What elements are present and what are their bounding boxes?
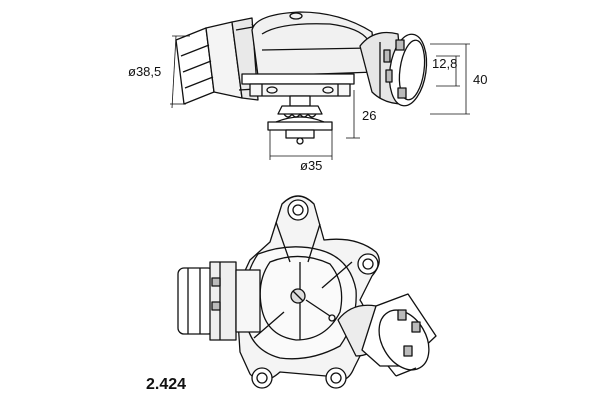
outlet-connector-top <box>337 293 437 377</box>
inlet-connector-top <box>177 261 261 341</box>
side-view-dimensions <box>170 35 470 160</box>
mounting-hole-right <box>357 253 379 275</box>
outlet-connector-side <box>359 31 428 107</box>
mounting-hole-bottom-left <box>251 367 273 389</box>
side-view <box>175 11 428 145</box>
part-number: 2.424 <box>146 376 186 393</box>
mounting-hole-top <box>287 199 309 221</box>
thermostat-valve-side <box>267 95 333 145</box>
top-view <box>177 195 437 389</box>
housing-side <box>241 11 377 97</box>
outlet-height-label: 40 <box>473 72 487 87</box>
mounting-hole-bottom-right <box>325 367 347 389</box>
inlet-connector-side <box>175 17 263 105</box>
outlet-offset-label: 12,8 <box>432 56 457 71</box>
inlet-diameter-label: ø38,5 <box>128 64 161 79</box>
stem-height-label: 26 <box>362 108 376 123</box>
valve-diameter-label: ø35 <box>300 158 322 173</box>
